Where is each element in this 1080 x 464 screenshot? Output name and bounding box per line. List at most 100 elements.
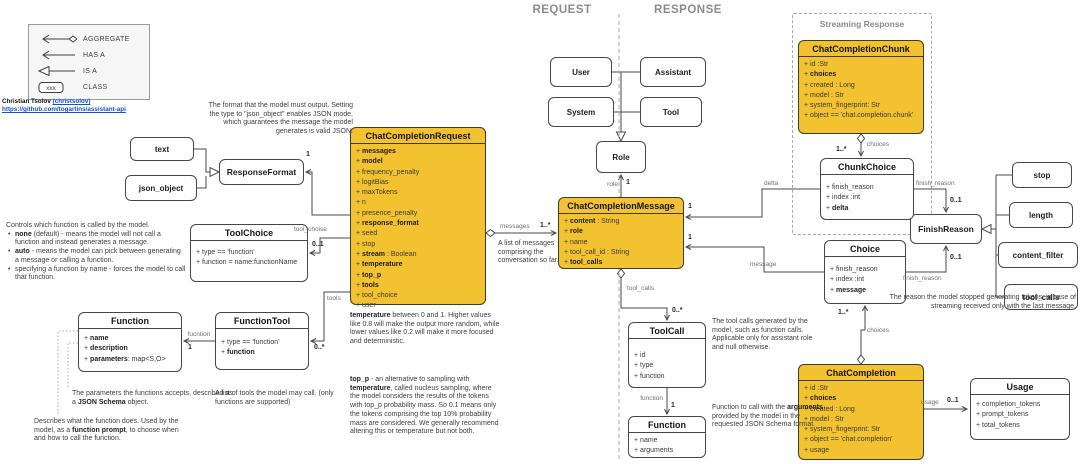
edge-label-finish-reason-top: finish_reason: [916, 180, 955, 187]
is-a-triangle-icon: [37, 65, 75, 77]
note-tools-list: A list of tools the model may call. (onl…: [215, 390, 334, 406]
mult-role: 1: [626, 179, 630, 186]
note-temperature: temperature between 0 and 1. Higher valu…: [350, 312, 500, 346]
note-description: Describes what the function does. Used b…: [34, 418, 179, 443]
class-chat-completion-chunk: ChatCompletionChunk + id :Str+ choices+ …: [798, 40, 924, 134]
mult-message: 1: [688, 234, 692, 241]
class-fields: + name+ description+ parameters: map<S,O…: [84, 335, 166, 363]
edge-label-choices: choices: [867, 327, 890, 334]
mult-finish-reason-bottom: 0..1: [950, 254, 962, 261]
box-finish-reason: FinishReason: [910, 214, 982, 244]
mult-messages: 1..*: [540, 222, 551, 229]
box-system: System: [548, 97, 614, 127]
note-messages: A list of messages comprising the conver…: [498, 240, 559, 265]
box-tool-calls: tool_calls: [1004, 284, 1078, 310]
class-chunk-choice: ChunkChoice + finish_reason+ index :int+…: [820, 158, 914, 220]
class-chat-completion: ChatCompletion + id :Str+ choices+ creat…: [798, 364, 924, 460]
class-title: ChatCompletionMessage: [559, 198, 683, 214]
legend-label: AGGREGATE: [83, 35, 130, 43]
streaming-response-label: Streaming Response: [819, 19, 905, 29]
has-a-arrow-icon: [42, 50, 75, 60]
mult-tool-calls: 0..*: [672, 307, 683, 314]
class-chat-completion-message: ChatCompletionMessage + content : String…: [558, 197, 684, 269]
class-title: ToolChoice: [191, 225, 307, 241]
edge-label-tools: tools: [327, 295, 341, 302]
mult-tools: 0..*: [314, 344, 325, 351]
edge-label-finish-reason-bottom: finish_reason: [903, 275, 942, 282]
note-function-call: Function to call with the arguments prov…: [712, 404, 823, 429]
note-lead: Controls which function is called by the…: [6, 222, 150, 229]
class-title: Function: [629, 417, 705, 433]
legend-row-aggregate: AGGREGATE: [37, 31, 149, 47]
note-bullet: none (default) - means the model will no…: [6, 231, 186, 248]
class-function-tool: FunctionTool + type == 'function'+ funct…: [215, 312, 309, 370]
class-title: ChatCompletionChunk: [799, 41, 923, 57]
class-fields: + completion_tokens+ prompt_tokens+ tota…: [976, 401, 1041, 429]
class-title: FunctionTool: [216, 313, 308, 329]
class-title: ChatCompletion: [799, 365, 923, 381]
mult-choices-chunk: 1..*: [836, 146, 847, 153]
class-fields: + id :Str+ choices+ created : Long+ mode…: [804, 61, 914, 120]
class-title: ToolCall: [629, 323, 705, 339]
edge-label-choices-chunk: choices: [867, 141, 890, 148]
author-handle-link[interactable]: (christsolov): [52, 98, 91, 105]
mult-finish-reason-top: 0..1: [950, 197, 962, 204]
box-user: User: [550, 57, 612, 87]
class-usage: Usage + completion_tokens+ prompt_tokens…: [970, 378, 1070, 440]
aggregate-arrow-icon: [42, 34, 77, 44]
edge-label-tool-calls: tool_calls: [627, 285, 655, 292]
repo-link[interactable]: https://github.com/togartins/assistant-a…: [2, 106, 126, 113]
class-fields: + name+ arguments: [634, 437, 674, 455]
legend-row-is-a: IS A: [37, 63, 149, 79]
mult-tool-choice: 0..1: [312, 241, 324, 248]
box-response-format: ResponseFormat: [219, 159, 304, 185]
edge-label-messages: messages: [500, 223, 530, 230]
legend-row-has-a: HAS A: [37, 47, 149, 63]
mult-usage: 0..1: [947, 397, 959, 404]
class-fields: + id+ type+ function: [634, 352, 665, 380]
response-header: RESPONSE: [654, 4, 722, 16]
note-bullet: auto - means the model can pick between …: [6, 248, 186, 265]
legend-label: IS A: [83, 67, 98, 75]
note-finish-reason: The reason the model stopped generating …: [889, 294, 1076, 310]
class-fields: + finish_reason+ index :int+ message: [830, 266, 878, 294]
box-length: length: [1009, 202, 1073, 228]
box-role: Role: [596, 141, 646, 173]
legend-row-class: xxx CLASS: [37, 79, 149, 95]
box-text: text: [130, 137, 194, 161]
author-name: Christian Tsolov: [2, 98, 51, 105]
edge-label-function-bottom: function: [640, 395, 663, 402]
streaming-response-group: Streaming Response: [792, 13, 932, 235]
request-header: REQUEST: [532, 4, 592, 16]
note-tool-calls: The tool calls generated by the model, s…: [712, 318, 813, 352]
class-fields: + content : String+ role+ name+ tool_cal…: [564, 218, 630, 267]
legend: AGGREGATE HAS A IS A xxx CLASS: [28, 24, 150, 100]
box-content-filter: content_filter: [998, 242, 1078, 268]
class-fields: + messages+ model+ frequency_penalty+ lo…: [356, 148, 420, 310]
class-function-params: Function + name+ description+ parameters…: [78, 312, 182, 372]
class-tool-call: ToolCall + id+ type+ function: [628, 322, 706, 388]
note-response-format: The format that the model must output. S…: [208, 102, 353, 136]
box-stop: stop: [1012, 162, 1072, 188]
mult-delta: 1: [688, 203, 692, 210]
mult-function-bottom: 1: [671, 402, 675, 409]
class-title: Usage: [971, 379, 1069, 395]
box-json-object: json_object: [125, 175, 197, 201]
class-chat-completion-request: ChatCompletionRequest + messages+ model+…: [350, 127, 486, 309]
class-function-call: Function + name+ arguments: [628, 416, 706, 458]
note-bullet: specifying a function by name - forces t…: [6, 266, 186, 283]
box-tool: Tool: [640, 97, 702, 127]
note-tool-choice-controls: Controls which function is called by the…: [6, 222, 186, 283]
legend-label: HAS A: [83, 51, 106, 59]
edge-label-role: role: [607, 181, 618, 188]
edge-label-usage: usage: [921, 399, 939, 406]
class-fields: + type == 'function'+ function: [221, 339, 280, 357]
legend-label: CLASS: [83, 83, 108, 91]
mult-response-format: 1: [306, 151, 310, 158]
class-fields: + type == 'function'+ function = name:fu…: [196, 249, 298, 267]
credits: Christian Tsolov (christsolov) https://g…: [2, 98, 126, 114]
mult-choices: 1..*: [838, 309, 849, 316]
class-tool-choice: ToolChoice + type == 'function'+ functio…: [190, 224, 308, 282]
box-assistant: Assistant: [640, 57, 706, 87]
